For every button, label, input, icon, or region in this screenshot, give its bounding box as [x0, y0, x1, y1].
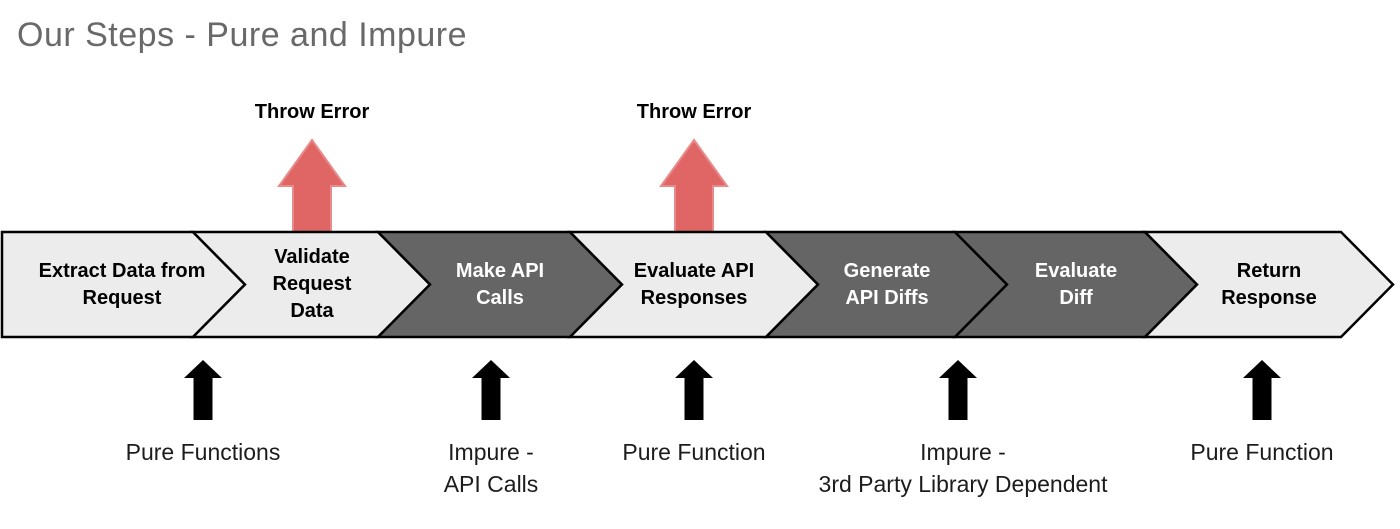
throw-error-arrow-icon	[277, 138, 347, 237]
up-arrow-icon	[1243, 360, 1281, 420]
purity-label: Impure - 3rd Party Library Dependent	[818, 439, 1108, 497]
step-label-generate-diffs: Generate API Diffs	[843, 259, 931, 309]
up-arrow-icon	[939, 360, 977, 420]
up-arrow-icon	[184, 360, 222, 420]
step-label-make-api-calls: Make API Calls	[455, 259, 545, 309]
up-arrow-icon	[675, 360, 713, 420]
purity-label: Pure Function	[622, 439, 766, 465]
purity-label: Impure - API Calls	[443, 439, 539, 497]
step-label-evaluate-diff: Evaluate Diff	[1034, 259, 1118, 309]
up-arrow-icon	[472, 360, 510, 420]
purity-label: Pure Functions	[125, 439, 281, 465]
throw-error-arrow-icon	[659, 138, 729, 237]
page-title: Our Steps - Pure and Impure	[17, 16, 468, 54]
throw-error-label: Throw Error	[636, 101, 752, 123]
step-label-return-response: Return Response	[1221, 259, 1317, 309]
step-label-extract-data: Extract Data from Request	[38, 259, 206, 309]
step-label-evaluate-responses: Evaluate API Responses	[633, 259, 755, 309]
purity-label: Pure Function	[1190, 439, 1334, 465]
throw-error-label: Throw Error	[254, 101, 370, 123]
step-label-validate-request: Validate Request Data	[272, 246, 352, 322]
chevron-step-7	[1142, 230, 1395, 339]
